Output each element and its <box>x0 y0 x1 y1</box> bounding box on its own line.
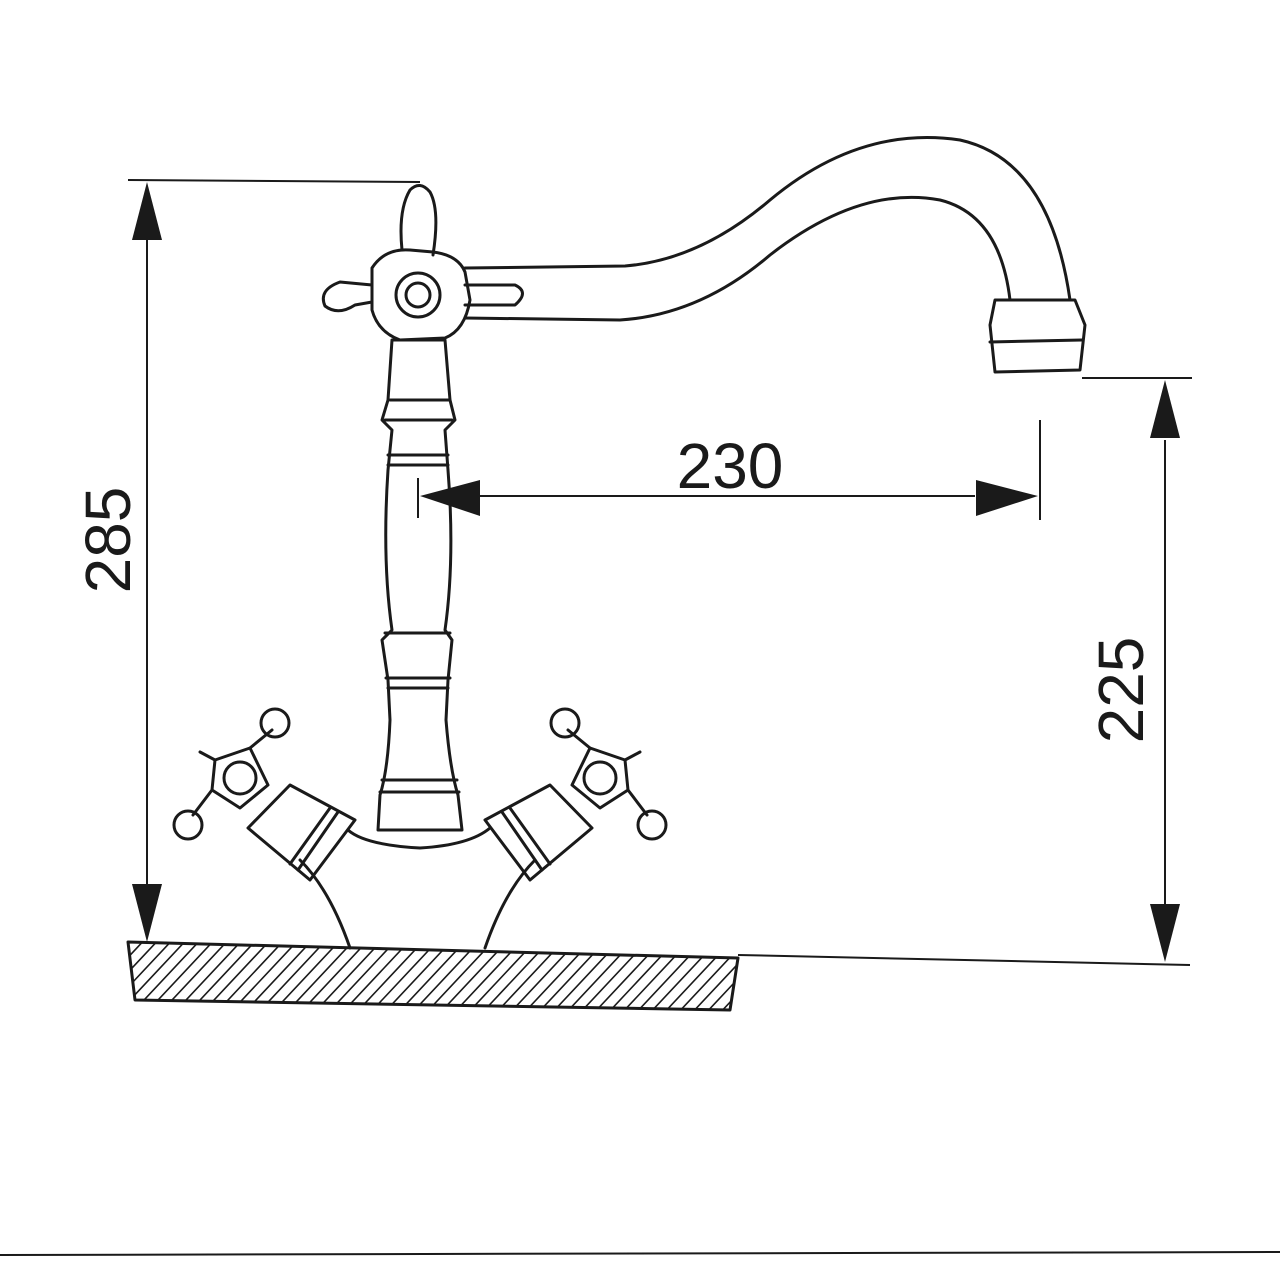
height-dimension-285: 285 <box>72 179 421 942</box>
dimension-label-230: 230 <box>677 430 784 502</box>
hatch-line <box>535 942 612 1010</box>
hatch-line <box>605 942 682 1010</box>
hatch-line <box>549 942 626 1010</box>
hatch-line <box>283 942 360 1010</box>
hatch-line <box>577 942 654 1010</box>
hatch-line <box>143 942 220 1010</box>
hatch-line <box>437 942 514 1010</box>
hatch-line <box>269 942 346 1010</box>
hatch-line <box>788 935 863 1015</box>
hatch-line <box>227 942 304 1010</box>
hatch-line <box>409 942 486 1010</box>
hatch-line <box>746 935 821 1015</box>
hatch-line <box>157 942 234 1010</box>
hatch-line <box>381 942 458 1010</box>
hatch-line <box>128 942 150 1010</box>
hatch-line <box>255 942 332 1010</box>
countertop-section <box>126 935 863 1015</box>
reach-dimension-230: 230 <box>417 420 1041 520</box>
hatch-line <box>297 942 374 1010</box>
hatch-line <box>689 942 738 1010</box>
faucet-outline <box>172 136 1087 950</box>
hatch-line <box>507 942 584 1010</box>
hatch-line <box>675 942 738 1010</box>
clearance-dimension-225: 225 <box>737 377 1192 966</box>
dimension-label-225: 225 <box>1085 637 1157 744</box>
hatch-line <box>591 942 668 1010</box>
hatch-line <box>717 942 738 1010</box>
hatch-line <box>493 942 570 1010</box>
hatch-line <box>760 935 835 1015</box>
hatch-line <box>465 942 542 1010</box>
hatch-line <box>241 942 318 1010</box>
hatch-line <box>731 942 738 1010</box>
page-bottom-rule <box>0 1251 1280 1256</box>
hatch-line <box>521 942 598 1010</box>
hatch-line <box>647 942 724 1010</box>
hatch-line <box>395 942 472 1010</box>
hatch-line <box>367 942 444 1010</box>
hatch-line <box>774 935 849 1015</box>
hatch-line <box>451 942 528 1010</box>
hatch-line <box>128 942 136 1010</box>
hatch-line <box>703 942 738 1010</box>
hatch-line <box>128 942 164 1010</box>
dimension-label-285: 285 <box>72 487 144 594</box>
hatch-line <box>563 942 640 1010</box>
hatch-line <box>128 942 178 1010</box>
hatch-line <box>423 942 500 1010</box>
hatch-line <box>633 942 710 1010</box>
hatch-line <box>479 942 556 1010</box>
hatch-line <box>619 942 696 1010</box>
hatch-line <box>661 942 738 1010</box>
hatch-line <box>129 942 206 1010</box>
